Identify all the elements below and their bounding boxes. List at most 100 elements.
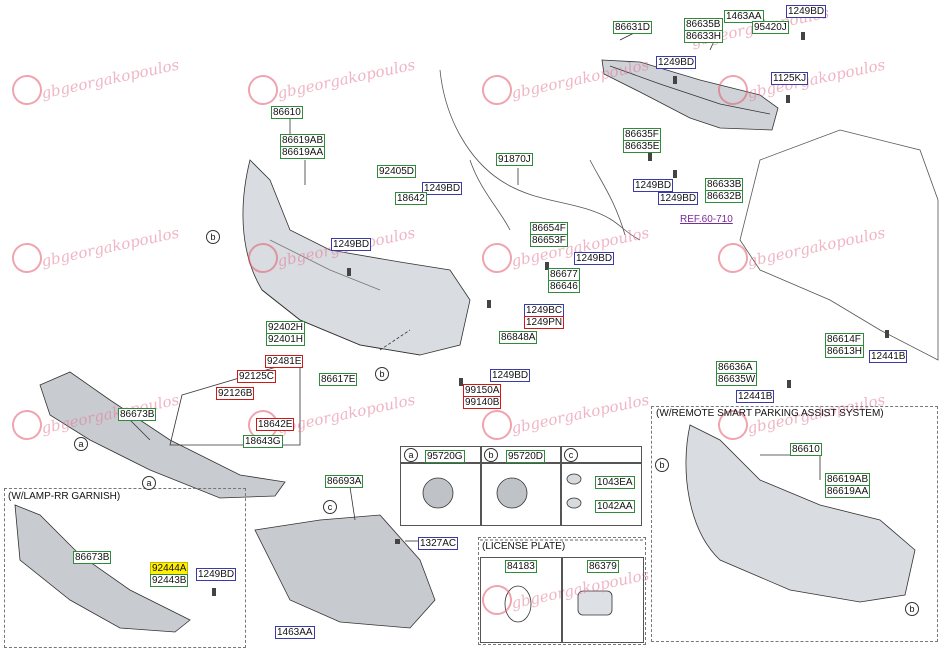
part-label[interactable]: 1249BD: [633, 179, 674, 192]
part-label[interactable]: 1042AA: [595, 500, 635, 513]
part-label-stack: 86635F 86635E: [623, 128, 662, 153]
part-label[interactable]: 86646: [548, 280, 580, 293]
part-label[interactable]: 86632B: [705, 190, 744, 203]
callout-b: b: [375, 367, 389, 381]
callout-a: a: [74, 437, 88, 451]
part-label[interactable]: 86673B: [73, 551, 112, 564]
part-label[interactable]: 92401H: [266, 333, 306, 346]
part-label-highlighted[interactable]: 92444A: [150, 562, 189, 575]
part-label[interactable]: 86653F: [530, 234, 568, 247]
remote-parking-caption: (W/REMOTE SMART PARKING ASSIST SYSTEM): [656, 408, 884, 419]
part-label[interactable]: 86635E: [623, 140, 662, 153]
sensor-table-divider: [480, 446, 482, 526]
part-label[interactable]: 18642: [395, 192, 427, 205]
part-label[interactable]: 1249BC: [524, 304, 565, 317]
part-label[interactable]: 86654F: [530, 222, 568, 235]
part-label[interactable]: 1463AA: [275, 626, 315, 639]
part-label[interactable]: 86619AA: [825, 485, 871, 498]
license-plate-divider: [561, 557, 563, 643]
part-label-stack: 92402H 92401H: [266, 321, 306, 346]
part-label-stack: 86619AB 86619AA: [825, 473, 871, 498]
sensor-table: [400, 446, 642, 526]
part-label[interactable]: 18642E: [256, 418, 295, 431]
part-label[interactable]: 86677: [548, 268, 580, 281]
part-label[interactable]: 86619AB: [280, 134, 326, 147]
part-label-stack: 92444A 92443B: [150, 562, 189, 587]
part-label[interactable]: 95420J: [752, 21, 789, 34]
license-plate-caption: (LICENSE PLATE): [482, 541, 566, 552]
ref-link[interactable]: REF.60-710: [680, 214, 733, 225]
part-label[interactable]: 1327AC: [418, 537, 459, 550]
part-label[interactable]: 92125C: [237, 370, 277, 383]
callout-b: b: [655, 458, 669, 472]
part-label[interactable]: 1249BD: [658, 192, 699, 205]
part-label-stack: 86633B 86632B: [705, 178, 744, 203]
part-label[interactable]: 92481E: [265, 355, 304, 368]
part-label[interactable]: 1249BD: [656, 56, 697, 69]
part-label[interactable]: 86619AA: [280, 146, 326, 159]
part-label[interactable]: 86610: [790, 443, 822, 456]
part-label-stack: 86614F 86613H: [825, 333, 865, 358]
part-label[interactable]: 86631D: [613, 21, 653, 34]
part-label[interactable]: 99140B: [463, 396, 502, 409]
part-label[interactable]: 92443B: [150, 574, 189, 587]
part-label-stack: 86635B 86633H: [684, 18, 724, 43]
license-plate-group: [478, 537, 646, 645]
part-label[interactable]: 1125KJ: [771, 72, 809, 85]
part-label[interactable]: 91870J: [496, 153, 533, 166]
part-label[interactable]: 86619AB: [825, 473, 871, 486]
part-label-stack: 1249BC 1249PN: [524, 304, 565, 329]
part-label-stack: 86636A 86635W: [716, 361, 758, 386]
part-label[interactable]: 92402H: [266, 321, 306, 334]
part-label[interactable]: 95720G: [425, 450, 465, 463]
part-label[interactable]: 86614F: [825, 333, 865, 346]
part-label[interactable]: 86633B: [705, 178, 744, 191]
part-label[interactable]: 92126B: [216, 387, 255, 400]
part-label[interactable]: 86636A: [716, 361, 758, 374]
part-label[interactable]: 18643G: [243, 435, 283, 448]
part-label[interactable]: 86635F: [623, 128, 662, 141]
part-label[interactable]: 86613H: [825, 345, 865, 358]
part-label[interactable]: 1249BD: [196, 568, 237, 581]
part-label[interactable]: 86635B: [684, 18, 724, 31]
part-label[interactable]: 99150A: [463, 384, 502, 397]
part-label-stack: 86677 86646: [548, 268, 580, 293]
part-label-stack: 99150A 99140B: [463, 384, 502, 409]
part-label[interactable]: 1463AA: [724, 10, 764, 23]
part-label[interactable]: 86848A: [499, 331, 538, 344]
part-label[interactable]: 86673B: [118, 408, 157, 421]
part-label[interactable]: 86617E: [319, 373, 358, 386]
callout-a: a: [404, 448, 418, 462]
callout-b: b: [206, 230, 220, 244]
part-label-stack: 86654F 86653F: [530, 222, 568, 247]
part-label[interactable]: 86633H: [684, 30, 724, 43]
part-label[interactable]: 86635W: [716, 373, 758, 386]
part-label[interactable]: 92405D: [377, 165, 417, 178]
part-label[interactable]: 12441B: [869, 350, 908, 363]
part-label[interactable]: 95720D: [506, 450, 546, 463]
part-label[interactable]: 1249PN: [524, 316, 565, 329]
part-label[interactable]: 84183: [505, 560, 537, 573]
part-label[interactable]: 86610: [271, 106, 303, 119]
lamp-garnish-caption: (W/LAMP-RR GARNISH): [8, 491, 121, 502]
sensor-table-divider: [560, 446, 562, 526]
callout-b: b: [484, 448, 498, 462]
part-label[interactable]: 1249BD: [786, 5, 827, 18]
callout-b: b: [905, 602, 919, 616]
part-label-stack: 86619AB 86619AA: [280, 134, 326, 159]
callout-a: a: [142, 476, 156, 490]
part-label[interactable]: 86693A: [325, 475, 364, 488]
part-label[interactable]: 1249BD: [422, 182, 463, 195]
lamp-garnish-group: [4, 488, 246, 648]
callout-c: c: [564, 448, 578, 462]
remote-parking-group: [651, 406, 938, 642]
part-label[interactable]: 1249BD: [574, 252, 615, 265]
part-label[interactable]: 12441B: [736, 390, 775, 403]
part-label[interactable]: 1043EA: [595, 476, 635, 489]
callout-c: c: [323, 500, 337, 514]
part-label[interactable]: 1249BD: [331, 238, 372, 251]
part-label[interactable]: 1249BD: [490, 369, 531, 382]
part-label[interactable]: 86379: [587, 560, 619, 573]
